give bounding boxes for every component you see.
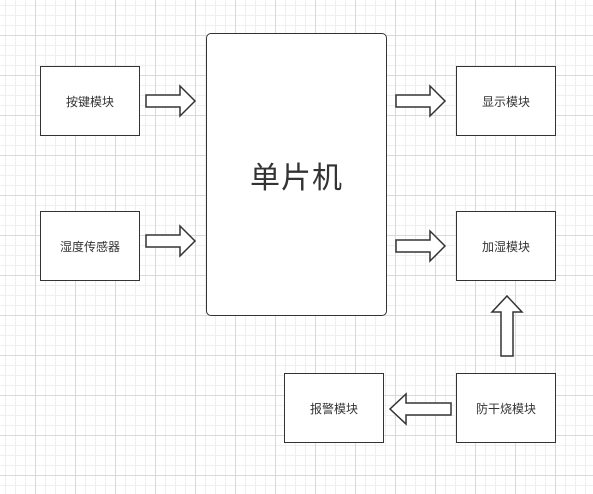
alarm-module-label: 报警模块 [309,401,358,416]
alarm-module-box: 报警模块 [284,373,384,443]
anti-dry-module-label: 防干烧模块 [475,401,536,416]
humidity-sensor-label: 湿度传感器 [59,239,120,254]
humidifier-module-box: 加湿模块 [456,211,556,281]
anti-dry-module-box: 防干烧模块 [456,373,556,443]
keypad-module-label: 按键模块 [65,94,114,109]
humidity-sensor-box: 湿度传感器 [40,211,140,281]
display-module-box: 显示模块 [456,66,556,136]
arrow-antidry-to-humidifier [490,294,524,357]
arrow-mcu-to-humidifier [395,229,447,263]
display-module-label: 显示模块 [481,94,530,109]
arrow-antidry-to-alarm [388,392,452,426]
arrow-keypad-to-mcu [145,84,197,118]
keypad-module-box: 按键模块 [40,66,140,136]
humidifier-module-label: 加湿模块 [481,239,530,254]
mcu-box: 单片机 [206,33,387,316]
mcu-label: 单片机 [250,160,343,196]
arrow-sensor-to-mcu [145,224,197,258]
arrow-mcu-to-display [395,84,447,118]
